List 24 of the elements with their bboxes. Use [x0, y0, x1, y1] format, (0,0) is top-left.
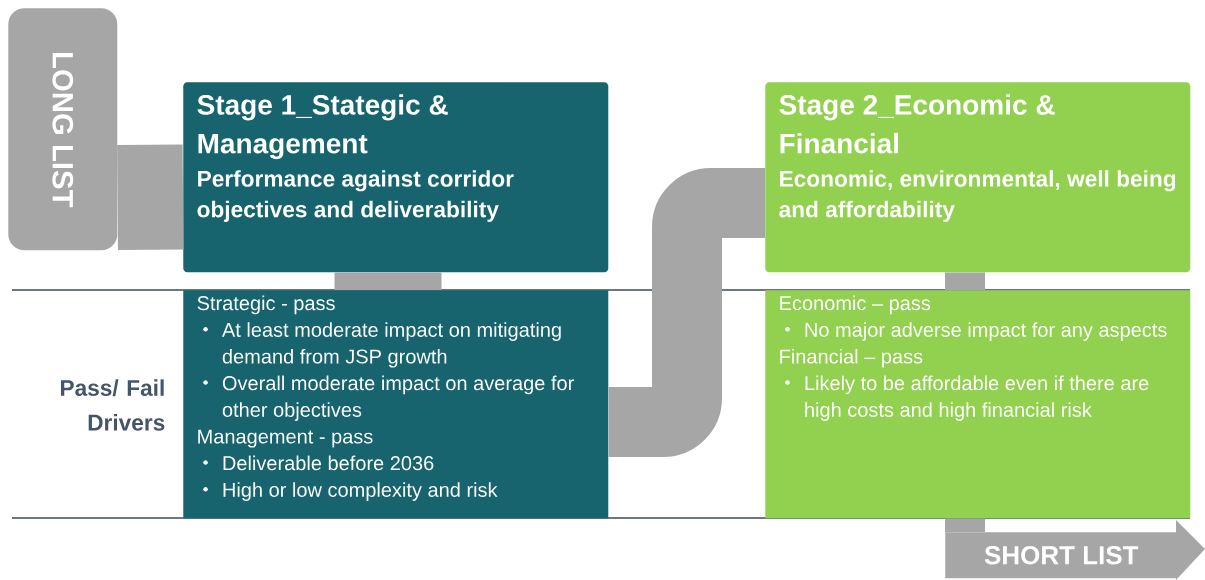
flow-band: [945, 272, 985, 290]
flow-band: [945, 518, 985, 532]
stage-subtitle: Economic, environmental, well being and affordability: [779, 170, 1176, 222]
bullet-item: Deliverable before 2036: [223, 455, 434, 471]
bullet-item: No major adverse impact for any aspects: [805, 322, 1167, 341]
stage-title: Stage 1_Stategic & Management: [197, 94, 448, 160]
stage-box: [183, 82, 609, 273]
criteria-heading: Economic – pass: [780, 295, 931, 315]
criteria-box: [183, 290, 609, 519]
stage-box: [765, 82, 1191, 273]
flow-band: [334, 272, 442, 290]
criteria-box: [765, 290, 1191, 519]
bullet-item: Likely to be affordable even if there are high costs and high financial risk: [805, 375, 1149, 421]
bullet-item: At least moderate impact on mitigating demand from JSP growth: [222, 322, 561, 368]
criteria-heading: Strategic - pass: [197, 295, 335, 315]
flow-band: [608, 168, 765, 457]
bullet-item: Overall moderate impact on average for other objectives: [222, 375, 574, 421]
list-band: LONG LIST: [8, 8, 118, 251]
stage-subtitle: Performance against corridor objectives and deliverability: [197, 170, 514, 222]
stage-title: Stage 2_Economic & Financial: [779, 94, 1055, 154]
flow-band: [117, 144, 184, 251]
criteria-heading: Financial – pass: [780, 348, 923, 368]
criteria-heading: Management - pass: [198, 429, 373, 448]
bullet-item: High or low complexity and risk: [223, 482, 498, 501]
